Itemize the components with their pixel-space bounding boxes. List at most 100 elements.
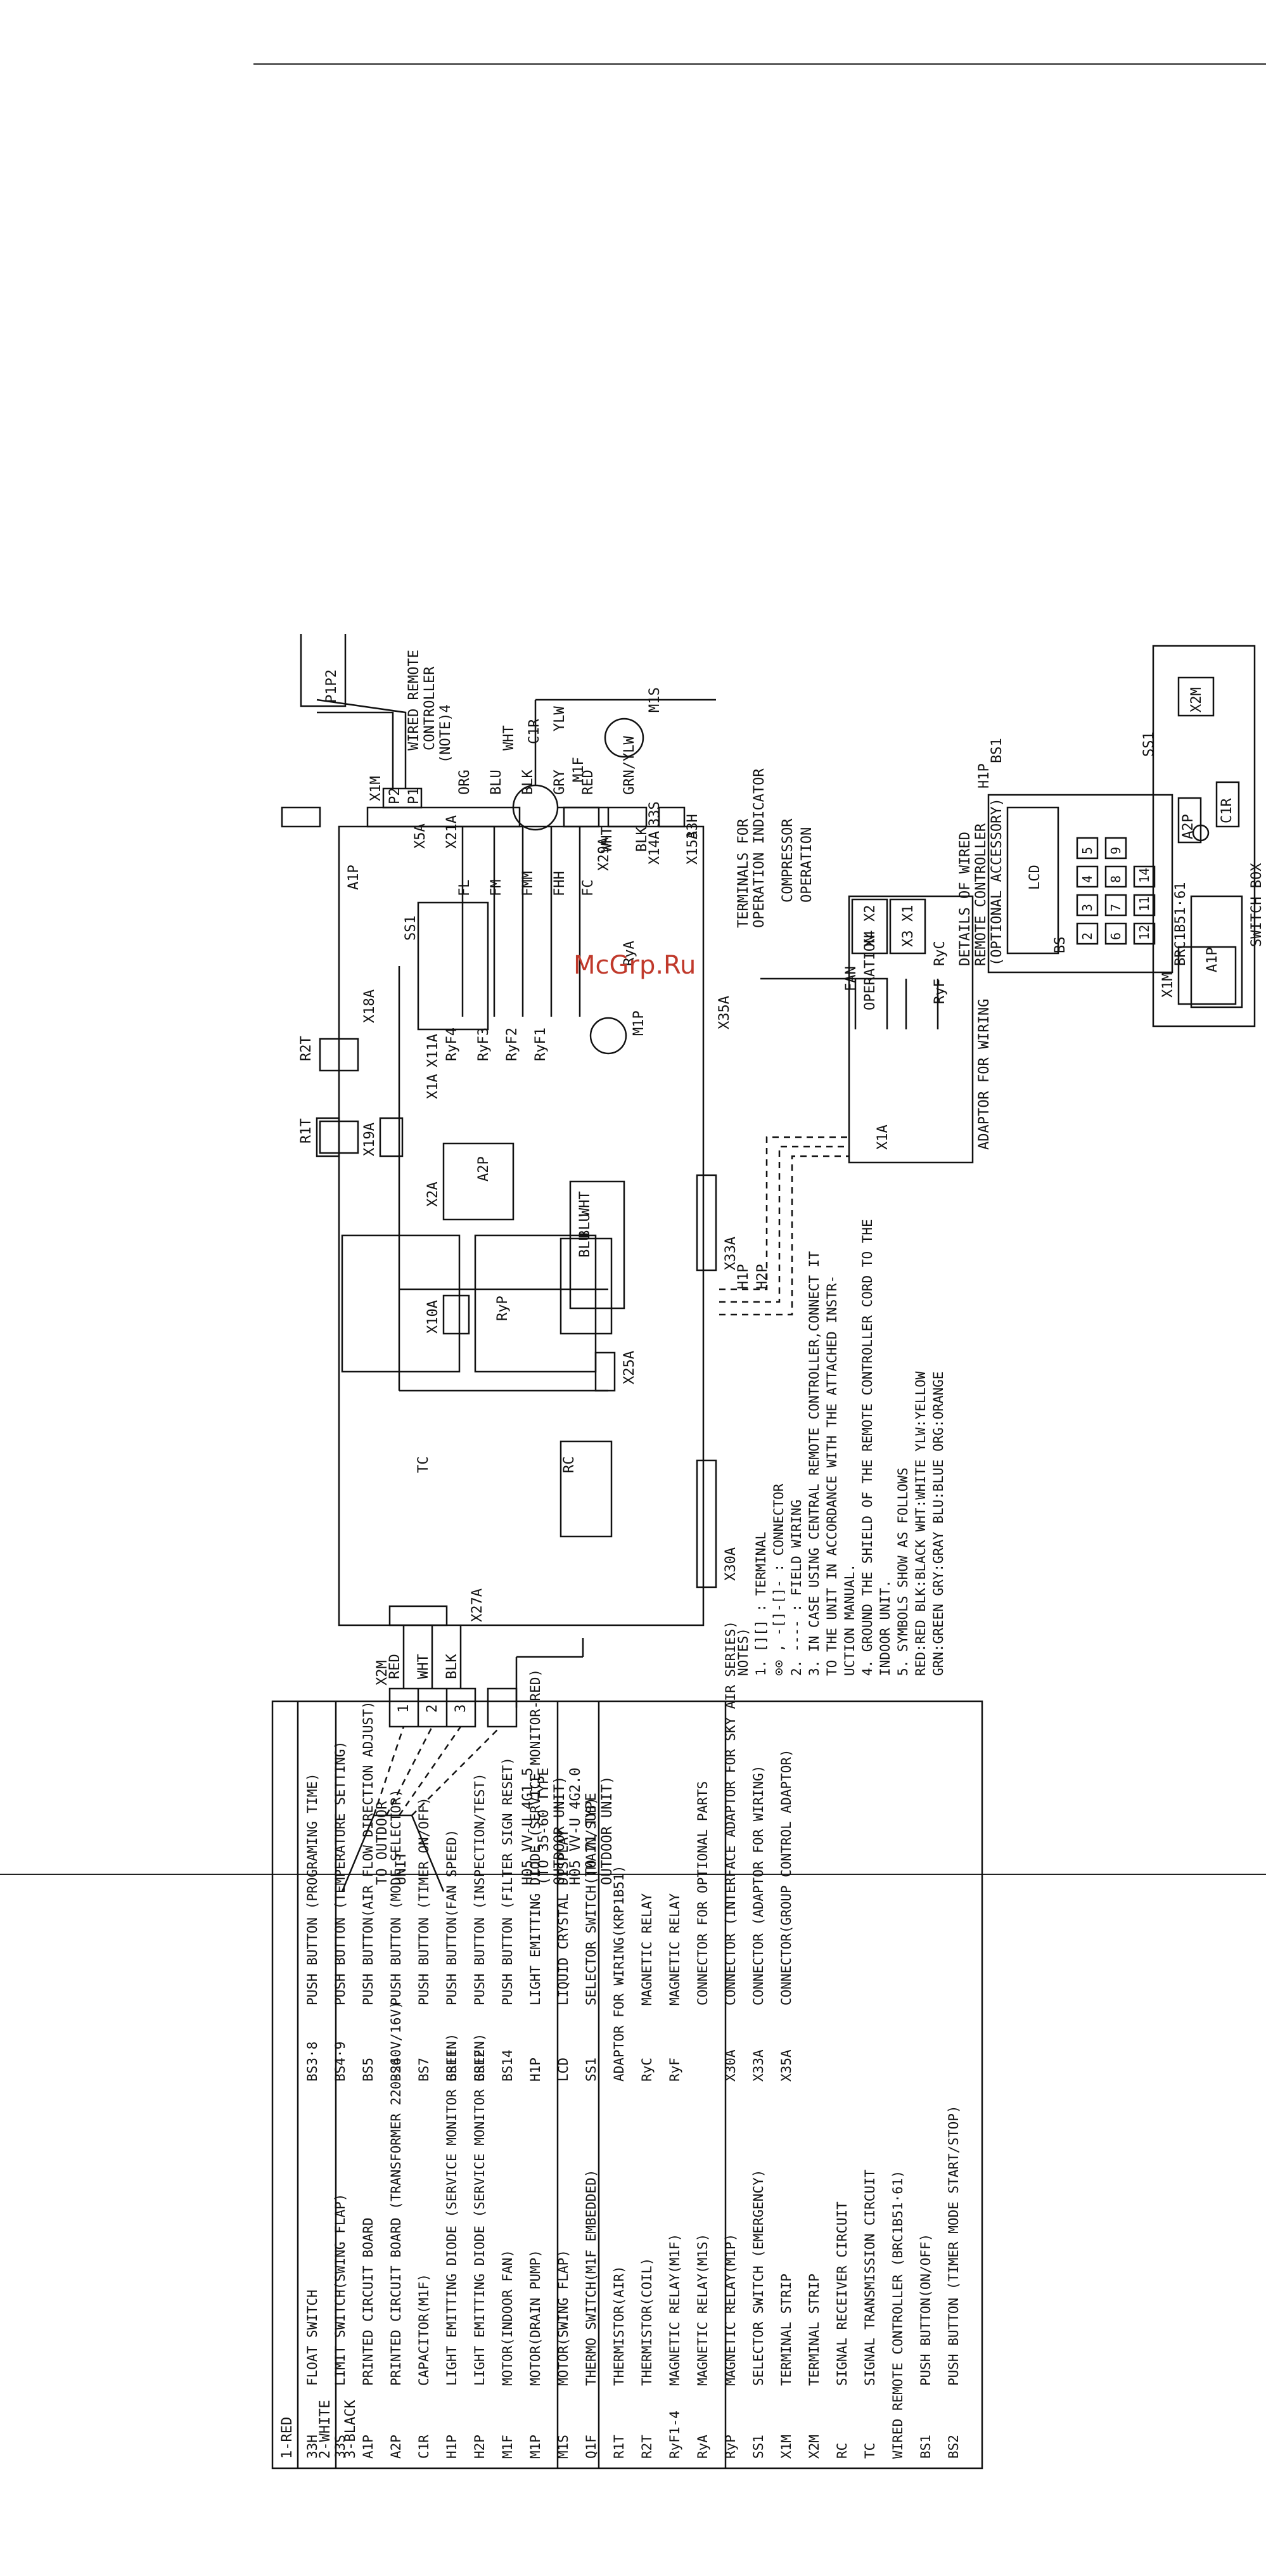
remote-button [1104, 837, 1127, 860]
m1p-wire-blu-2: BLU [577, 1232, 593, 1258]
legend-description: MAGNETIC RELAY [639, 1893, 655, 2006]
rc-label: RC [561, 1457, 577, 1474]
x2m-wire-red: RED [387, 1654, 403, 1679]
legend-code: A2P [388, 2435, 404, 2459]
x14a-label: X14A [647, 831, 663, 865]
m1p-label: M1P [631, 1010, 647, 1036]
header-rule [253, 63, 1266, 65]
note-line: INDOOR UNIT. [878, 1580, 893, 1676]
legend-code: BS2 [946, 2435, 961, 2459]
remote-button [1076, 922, 1099, 945]
c1r-wire-wht: WHT [501, 725, 517, 750]
legend-code: BS11 [444, 2049, 459, 2082]
legend-description: THERMO SWITCH(M1F EMBEDDED) [584, 2170, 599, 2386]
cable-spec-2: (TO 35-60 TYPE [536, 1768, 552, 1885]
x2a-label: X2A [425, 1182, 441, 1207]
remote-button-label: 3 [1080, 904, 1095, 911]
wired-rc-label-1: WIRED REMOTE [406, 650, 422, 750]
legend-description: MAGNETIC RELAY [667, 1893, 682, 2006]
h1p-label: H1P [736, 1264, 751, 1289]
x35a-label: X35A [717, 996, 732, 1029]
remote-button-label: 5 [1080, 847, 1095, 854]
legend-code: 33S [333, 2435, 348, 2459]
x21a-label: X21A [444, 815, 460, 849]
remote-button [1133, 894, 1156, 917]
remote-button [1133, 922, 1156, 945]
to-outdoor-label-2: UNIT [393, 1852, 409, 1885]
legend-description: CONNECTOR(GROUP CONTROL ADAPTOR) [779, 1749, 794, 2006]
fan-operation-1: FAN [843, 966, 859, 991]
m1s-wire-wht: WHT [599, 827, 615, 852]
legend-code: R2T [639, 2435, 655, 2459]
relay-term-fc: FC [580, 880, 596, 897]
legend-description: SELECTOR SWITCH (EMERGENCY) [751, 2170, 766, 2386]
adaptor-title: ADAPTOR FOR WIRING [976, 999, 992, 1150]
cable-spec-3: OUTDOOR UNIT) [552, 1776, 568, 1885]
m1s-wire-blk: BLK [634, 827, 650, 852]
note-line: NOTES) [736, 1628, 751, 1676]
m1p-wire-wht: WHT [577, 1191, 593, 1216]
x15a-label: X15A [685, 831, 701, 865]
details-h1p: H1P [976, 763, 992, 789]
a2p-label: A2P [476, 1156, 492, 1182]
legend-code: C1R [416, 2435, 432, 2459]
x10a-label: X10A [425, 1300, 441, 1334]
r2t-label: R2T [298, 1036, 314, 1061]
legend-code: RyC [639, 2058, 655, 2082]
details-bs: BS [1052, 937, 1068, 954]
comp-operation-1: COMPRESSOR [780, 818, 796, 903]
adaptor-ryc: RyC [932, 941, 948, 966]
details-lcd: LCD [1027, 865, 1043, 890]
legend-description: PUSH BUTTON (TIMER ON/OFF) [416, 1797, 432, 2006]
33h-label: 33H [685, 814, 701, 839]
remote-button-label: 8 [1108, 875, 1123, 883]
cable-spec-4: H05 VV-U 4G2.0 [568, 1768, 584, 1885]
legend-description: THERMISTOR(COIL) [639, 2258, 655, 2386]
remote-button-label: 4 [1080, 875, 1095, 883]
remote-button-label: 12 [1137, 925, 1152, 940]
cable-spec-5: (TO 71 TYPE [584, 1793, 599, 1885]
relay-ryf4: RyF4 [444, 1027, 460, 1061]
c1r-label: C1R [527, 719, 542, 744]
sb-a2p: A2P [1180, 814, 1196, 839]
x1a-label: X1A [425, 1074, 441, 1099]
details-title-1: DETAILS OF WIRED [957, 832, 973, 966]
legend-code: M1F [500, 2435, 515, 2459]
note-line: GRN:GREEN GRY:GRAY BLU:BLUE ORG:ORANGE [931, 1372, 946, 1676]
legend-code: BS7 [416, 2058, 432, 2082]
a1p-label: A1P [346, 865, 362, 890]
note-line: UCTION MANUAL. [842, 1564, 857, 1676]
adaptor-x1: X1 [900, 905, 916, 922]
legend-code: LCD [556, 2058, 571, 2082]
note-line: RED:RED BLK:BLACK WHT:WHITE YLW:YELLOW [913, 1371, 928, 1676]
footer-rule [0, 1874, 1266, 1875]
legend-code: BS3·8 [305, 2042, 320, 2082]
x2m-term-1: 1 [396, 1704, 412, 1713]
x2m-term-3: 3 [453, 1704, 469, 1713]
legend-code: BS4·9 [333, 2042, 348, 2082]
x1m-term-p2: P2 [387, 788, 403, 805]
legend-description: SIGNAL RECEIVER CIRCUIT [834, 2201, 850, 2386]
legend-code: BS1 [918, 2435, 933, 2459]
relay-ryf1: RyF1 [533, 1027, 549, 1061]
switch-box-title: SWITCH BOX [1249, 863, 1265, 947]
legend-code: SS1 [751, 2435, 766, 2459]
legend-description: PUSH BUTTON (TIMER MODE START/STOP) [946, 2105, 961, 2386]
legend-code: RyP [723, 2435, 738, 2459]
legend-description: CONNECTOR (ADAPTOR FOR WIRING) [751, 1765, 766, 2006]
legend-description: LIGHT EMITTING DIODE (SERVICE MONITOR GR… [444, 2033, 459, 2386]
legend-description: MAGNETIC RELAY(M1S) [695, 2234, 710, 2386]
sb-x1m: X1M [1160, 972, 1176, 998]
legend-code: A1P [361, 2435, 376, 2459]
legend-code: M1S [556, 2435, 571, 2459]
remote-button [1076, 837, 1099, 860]
legend-description: PUSH BUTTON (MODE SELECTOR) [388, 1789, 404, 2006]
ss1-label: SS1 [403, 915, 419, 941]
adaptor-ryf: RyF [932, 979, 948, 1004]
adaptor-x4: X4 [862, 931, 878, 948]
x2m-label: X2M [374, 1660, 390, 1685]
legend-code: BS6 [388, 2058, 404, 2082]
legend-description: LIGHT EMITTING DIODE (SERVICE MONITOR GR… [472, 2033, 487, 2386]
legend-code: 33H [305, 2435, 320, 2459]
